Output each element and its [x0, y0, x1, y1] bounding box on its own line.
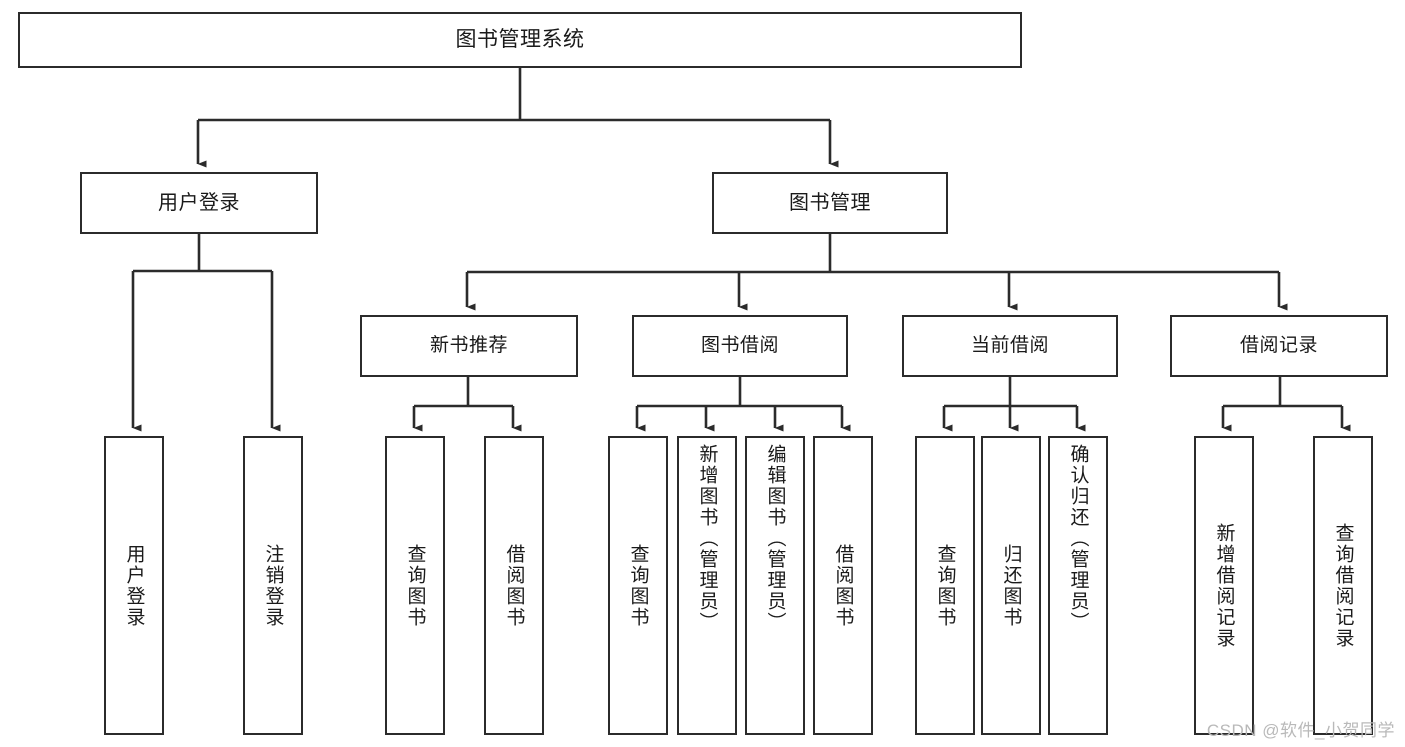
node-leaf-add-book[interactable]: 新增图书（管理员） — [677, 436, 737, 735]
node-book-manage-label: 图书管理 — [789, 191, 871, 214]
node-root[interactable]: 图书管理系统 — [18, 12, 1022, 68]
node-book-manage[interactable]: 图书管理 — [712, 172, 948, 234]
node-leaf-confirm-return[interactable]: 确认归还（管理员） — [1048, 436, 1108, 735]
node-leaf-query-book-2-label: 查询图书 — [627, 543, 649, 628]
node-leaf-borrow-book-1-label: 借阅图书 — [503, 543, 525, 628]
node-leaf-logout-login[interactable]: 注销登录 — [243, 436, 303, 735]
node-new-book-rec-label: 新书推荐 — [429, 335, 508, 357]
node-current-borrow-label: 当前借阅 — [970, 335, 1049, 357]
node-leaf-user-login[interactable]: 用户登录 — [104, 436, 164, 735]
node-leaf-edit-book-label: 编辑图书（管理员） — [764, 444, 786, 633]
node-leaf-confirm-return-label: 确认归还（管理员） — [1067, 444, 1089, 633]
node-leaf-return-book[interactable]: 归还图书 — [981, 436, 1041, 735]
node-leaf-query-book-1-label: 查询图书 — [404, 543, 426, 628]
node-root-label: 图书管理系统 — [455, 27, 585, 51]
node-borrow-record-label: 借阅记录 — [1239, 335, 1318, 357]
node-leaf-query-record[interactable]: 查询借阅记录 — [1313, 436, 1373, 735]
node-leaf-borrow-book-2[interactable]: 借阅图书 — [813, 436, 873, 735]
node-leaf-query-record-label: 查询借阅记录 — [1332, 522, 1354, 649]
node-leaf-borrow-book-2-label: 借阅图书 — [832, 543, 854, 628]
node-leaf-logout-login-label: 注销登录 — [262, 543, 284, 628]
node-leaf-query-book-3-label: 查询图书 — [934, 543, 956, 628]
watermark-text: CSDN @软件_小贺同学 — [1206, 721, 1395, 740]
node-new-book-rec[interactable]: 新书推荐 — [360, 315, 578, 377]
node-current-borrow[interactable]: 当前借阅 — [902, 315, 1118, 377]
node-leaf-add-book-label: 新增图书（管理员） — [696, 444, 718, 633]
node-borrow-record[interactable]: 借阅记录 — [1170, 315, 1388, 377]
node-leaf-query-book-3[interactable]: 查询图书 — [915, 436, 975, 735]
node-user-login[interactable]: 用户登录 — [80, 172, 318, 234]
node-book-borrow-label: 图书借阅 — [700, 335, 779, 357]
node-leaf-add-record-label: 新增借阅记录 — [1213, 522, 1235, 649]
node-leaf-query-book-1[interactable]: 查询图书 — [385, 436, 445, 735]
node-leaf-borrow-book-1[interactable]: 借阅图书 — [484, 436, 544, 735]
node-leaf-return-book-label: 归还图书 — [1000, 543, 1022, 628]
node-user-login-label: 用户登录 — [158, 191, 240, 214]
node-leaf-edit-book[interactable]: 编辑图书（管理员） — [745, 436, 805, 735]
node-leaf-add-record[interactable]: 新增借阅记录 — [1194, 436, 1254, 735]
node-book-borrow[interactable]: 图书借阅 — [632, 315, 848, 377]
node-leaf-user-login-label: 用户登录 — [123, 543, 145, 628]
node-leaf-query-book-2[interactable]: 查询图书 — [608, 436, 668, 735]
